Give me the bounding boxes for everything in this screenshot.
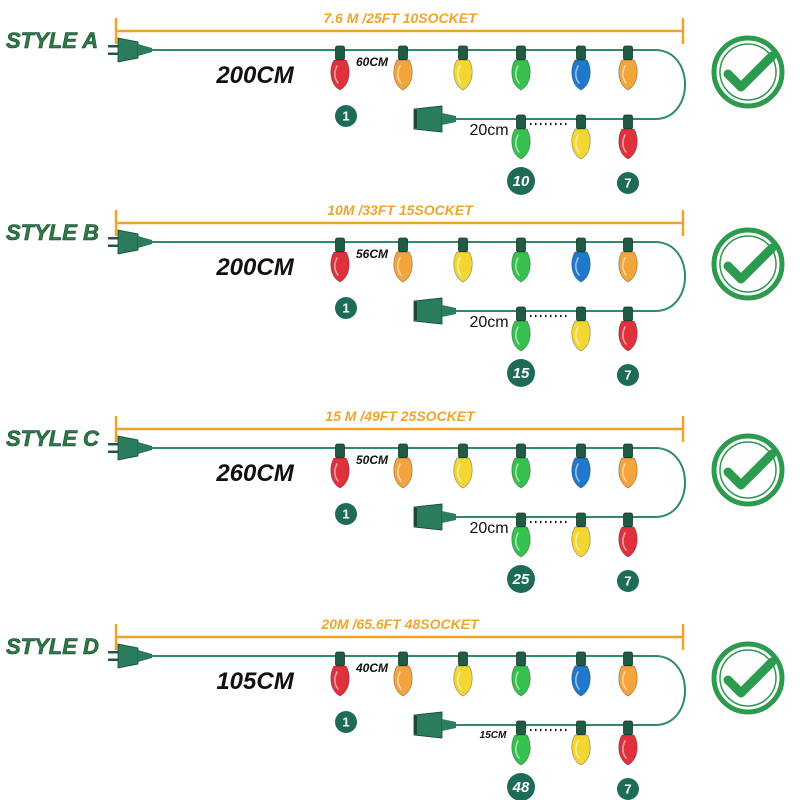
socket-index-badge-label: 1	[342, 301, 349, 316]
bulb-icon	[618, 45, 638, 91]
bulb-spacing-label: 50CM	[356, 453, 389, 467]
socket-index-badge: 7	[617, 172, 639, 194]
check-circle-icon	[711, 227, 785, 301]
check-circle-icon	[711, 641, 785, 715]
bulb-icon	[511, 512, 531, 558]
lead-cable-length: 200CM	[215, 254, 294, 281]
bulb-icon	[393, 651, 413, 697]
female-outlet-icon	[413, 711, 456, 739]
end-spacing-label: 20cm	[469, 314, 508, 331]
style-label: STYLE A	[6, 28, 98, 53]
bulb-icon	[618, 114, 638, 160]
bulb-icon	[330, 651, 350, 697]
lead-cable-length: 200CM	[215, 62, 294, 89]
length-label: 15 M /49FT 25SOCKET	[325, 408, 476, 424]
length-label: 10M /33FT 15SOCKET	[327, 202, 474, 218]
female-outlet-icon	[413, 105, 456, 133]
plug-icon	[108, 37, 152, 63]
style-label: STYLE B	[6, 220, 99, 245]
bulb-icon	[453, 443, 473, 489]
socket-index-badge-label: 48	[512, 779, 530, 796]
bulb-icon	[571, 114, 591, 160]
socket-index-badge-label: 7	[624, 368, 631, 383]
socket-index-badge-label: 1	[342, 507, 349, 522]
bulb-icon	[511, 651, 531, 697]
socket-index-badge-label: 10	[513, 173, 530, 190]
bulb-spacing-label: 60CM	[356, 55, 389, 69]
bulb-icon	[571, 306, 591, 352]
socket-index-badge: 1	[335, 297, 357, 319]
style-section: 7.6 M /25FT 10SOCKET STYLE A 200CM 60CM 20cm…	[6, 10, 785, 195]
bulb-icon	[393, 45, 413, 91]
bulb-icon	[393, 237, 413, 283]
lead-cable-length: 105CM	[216, 668, 294, 695]
bulb-spacing-label: 40CM	[355, 661, 389, 675]
socket-index-badge: 48	[507, 773, 535, 800]
socket-index-badge-label: 7	[624, 574, 631, 589]
socket-index-badge: 7	[617, 778, 639, 800]
bulb-icon	[453, 237, 473, 283]
socket-index-badge: 1	[335, 105, 357, 127]
bulb-icon	[571, 720, 591, 766]
bulb-icon	[330, 237, 350, 283]
bulb-icon	[618, 651, 638, 697]
socket-index-badge: 15	[507, 359, 535, 387]
bulb-icon	[571, 651, 591, 697]
socket-index-badge: 1	[335, 503, 357, 525]
socket-index-badge-label: 1	[342, 109, 349, 124]
plug-icon	[108, 643, 152, 669]
bulb-icon	[511, 114, 531, 160]
bulb-icon	[453, 45, 473, 91]
style-section: 15 M /49FT 25SOCKET STYLE C 260CM 50CM 20cm 1…	[6, 408, 785, 593]
bulb-icon	[511, 237, 531, 283]
female-outlet-icon	[413, 297, 456, 325]
bulb-icon	[511, 720, 531, 766]
check-circle-icon	[711, 35, 785, 109]
check-circle-icon	[711, 433, 785, 507]
style-section: 20M /65.6FT 48SOCKET STYLE D 105CM 40CM 15CM…	[6, 616, 785, 800]
socket-index-badge-label: 7	[624, 782, 631, 797]
socket-index-badge: 10	[507, 167, 535, 195]
bulb-icon	[511, 45, 531, 91]
bulb-icon	[618, 237, 638, 283]
socket-index-badge: 1	[335, 711, 357, 733]
socket-index-badge-label: 1	[342, 715, 349, 730]
bulb-spacing-label: 56CM	[356, 247, 389, 261]
lead-cable-length: 260CM	[215, 460, 294, 487]
length-label: 20M /65.6FT 48SOCKET	[320, 616, 480, 632]
plug-icon	[108, 435, 152, 461]
style-label: STYLE D	[6, 634, 99, 659]
style-label: STYLE C	[6, 426, 100, 451]
socket-index-badge-label: 15	[513, 365, 530, 382]
bulb-icon	[571, 237, 591, 283]
socket-index-badge-label: 7	[624, 176, 631, 191]
bulb-icon	[571, 443, 591, 489]
bulb-icon	[618, 512, 638, 558]
plug-icon	[108, 229, 152, 255]
style-section: 10M /33FT 15SOCKET STYLE B 200CM 56CM 20cm 1 1…	[6, 202, 785, 387]
end-spacing-label: 20cm	[469, 520, 508, 537]
socket-index-badge: 7	[617, 570, 639, 592]
bulb-icon	[453, 651, 473, 697]
bulb-icon	[511, 306, 531, 352]
bulb-icon	[618, 443, 638, 489]
bulb-icon	[618, 306, 638, 352]
female-outlet-icon	[413, 503, 456, 531]
socket-index-badge: 25	[507, 565, 535, 593]
bulb-icon	[330, 45, 350, 91]
length-label: 7.6 M /25FT 10SOCKET	[323, 10, 478, 26]
socket-index-badge: 7	[617, 364, 639, 386]
bulb-icon	[618, 720, 638, 766]
end-spacing-label: 20cm	[469, 122, 508, 139]
socket-index-badge-label: 25	[512, 571, 530, 588]
bulb-icon	[511, 443, 531, 489]
bulb-icon	[393, 443, 413, 489]
bulb-icon	[330, 443, 350, 489]
bulb-icon	[571, 512, 591, 558]
bulb-icon	[571, 45, 591, 91]
end-spacing-label: 15CM	[480, 730, 507, 741]
